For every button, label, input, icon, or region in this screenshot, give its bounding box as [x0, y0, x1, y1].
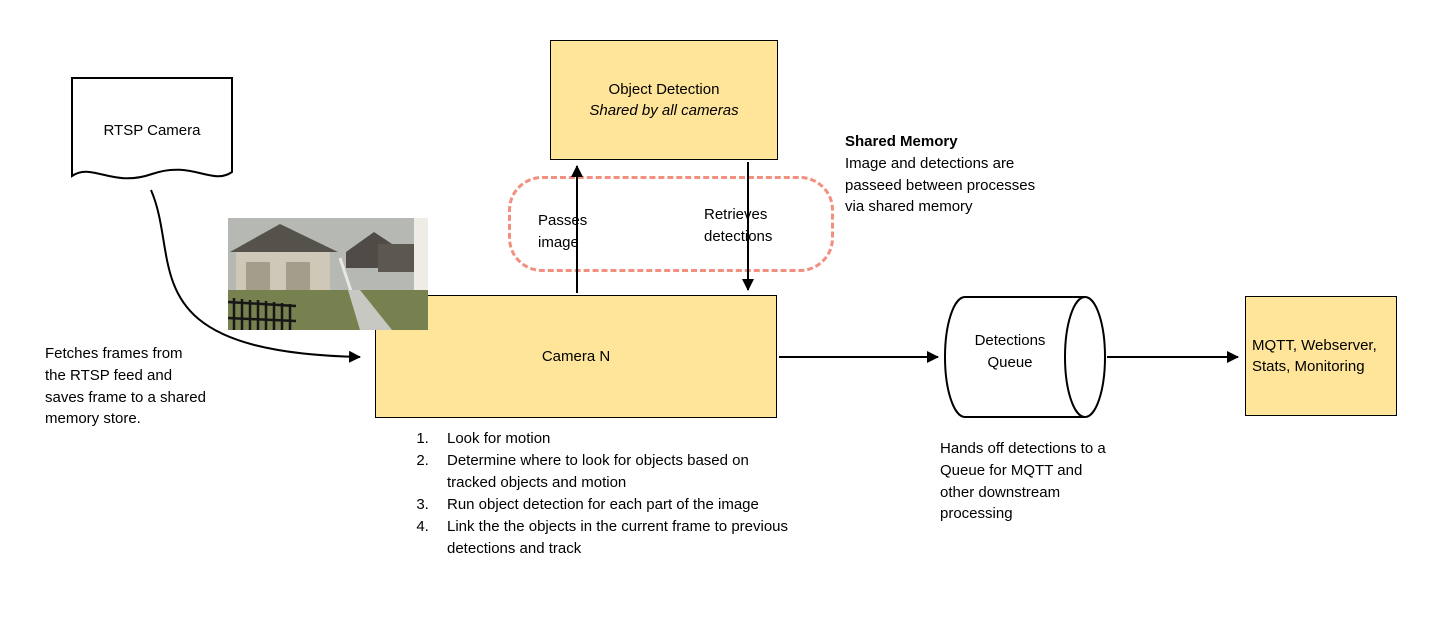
passes-image-label: Passes image: [538, 212, 588, 251]
detections-queue-label: Detections Queue: [974, 332, 1046, 371]
object-detection-subtitle: Shared by all cameras: [589, 102, 739, 119]
rtsp-camera-label: RTSP Camera: [103, 122, 201, 139]
object-detection-node: Object Detection Shared by all cameras: [550, 40, 778, 160]
camera-step-4: Link the the objects in the current fram…: [433, 516, 802, 560]
camera-snapshot-scene: [228, 218, 428, 330]
mqtt-webserver-node: MQTT, Webserver, Stats, Monitoring: [1245, 296, 1397, 416]
camera-n-label: Camera N: [541, 348, 611, 365]
snapshot-door-2: [286, 262, 310, 292]
mqtt-webserver-label: MQTT, Webserver, Stats, Monitoring: [1252, 337, 1377, 375]
queue-cylinder-cap: [1064, 296, 1106, 418]
camera-steps-list: Look for motion Determine where to look …: [383, 428, 802, 560]
queue-handoff-note: Hands off detections to a Queue for MQTT…: [940, 440, 1106, 523]
retrieves-detections-label: Retrieves detections: [704, 206, 773, 245]
shared-memory-note: Shared Memory Image and detections are p…: [845, 131, 1045, 218]
camera-snapshot-image: [228, 218, 428, 330]
snapshot-porch-column: [414, 218, 428, 300]
shared-memory-title: Shared Memory: [845, 133, 958, 150]
fetch-frames-note: Fetches frames from the RTSP feed and sa…: [45, 345, 206, 428]
shared-memory-region: [508, 176, 834, 272]
camera-n-node: Camera N: [375, 295, 777, 418]
snapshot-door-1: [246, 262, 270, 292]
camera-step-2: Determine where to look for objects base…: [433, 450, 802, 494]
shared-memory-body: Image and detections are passeed between…: [845, 154, 1036, 216]
object-detection-title: Object Detection: [608, 81, 720, 98]
camera-step-1: Look for motion: [433, 428, 802, 450]
camera-step-3: Run object detection for each part of th…: [433, 494, 802, 516]
